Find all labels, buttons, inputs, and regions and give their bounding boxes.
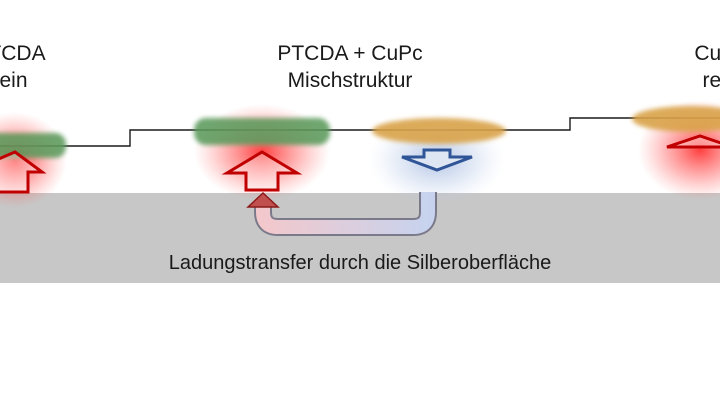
- surface-step-line: [0, 117, 720, 147]
- cupc-molecule-right: [632, 106, 720, 132]
- label-mixed-structure-line1: PTCDA + CuPc: [277, 42, 423, 65]
- label-mixed-structure-line2: Mischstruktur: [287, 69, 413, 92]
- silver-surface: [0, 193, 720, 283]
- label-cupc-pure-line1: CuPc: [694, 42, 720, 65]
- label-mixed-structure: PTCDA + CuPc Mischstruktur: [240, 40, 460, 94]
- charge-up-arrow-right-icon: [666, 134, 720, 149]
- charge-up-arrow-center-icon: [221, 150, 303, 192]
- charge-up-arrow-left-icon: [0, 150, 47, 194]
- label-cupc-pure-line2: rein: [702, 69, 720, 92]
- charge-down-arrow-center-icon: [401, 148, 473, 172]
- arc-arrowhead-icon: [246, 191, 280, 208]
- ptcda-molecule-center: [194, 118, 330, 145]
- label-ptcda-pure-line1: PTCDA: [0, 42, 46, 65]
- charge-transfer-caption: Ladungstransfer durch die Silberoberfläc…: [168, 252, 552, 274]
- label-ptcda-pure: PTCDA rein: [0, 40, 100, 94]
- label-ptcda-pure-line2: rein: [0, 69, 28, 92]
- cupc-molecule-center: [372, 118, 506, 144]
- label-cupc-pure: CuPc rein: [630, 40, 720, 94]
